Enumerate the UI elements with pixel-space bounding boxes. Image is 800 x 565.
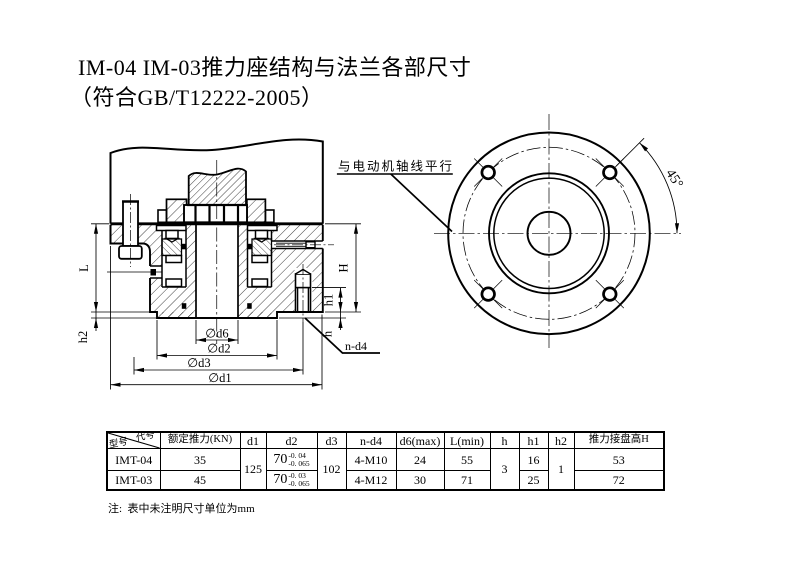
header-h1: h1 <box>518 431 549 449</box>
header-H: 推力接盘高H <box>573 431 665 449</box>
header-d3: d3 <box>316 431 347 449</box>
header-model: 型号 <box>108 436 129 449</box>
cell-model-0: IMT-04 <box>106 448 161 471</box>
cell-d1: 125 <box>239 448 267 491</box>
angle-dimension <box>615 137 680 234</box>
cell-model-1: IMT-03 <box>106 470 161 491</box>
bolt-hole <box>595 279 625 309</box>
shaft-nut <box>183 204 248 224</box>
spec-table: 代号 型号 额定推力(KN) d1 d2 d3 n-d4 d6(max) L(m… <box>106 431 665 491</box>
bolt-hole <box>473 279 503 309</box>
d2-upper-tol: -0. 03 <box>288 471 306 481</box>
dim-h2: h2 <box>76 331 90 344</box>
header-d1: d1 <box>239 431 267 449</box>
parallel-label: 与电动机轴线平行 <box>338 159 454 174</box>
flange-centerlines <box>434 114 681 348</box>
cell-L-1: 71 <box>443 470 491 491</box>
header-rated-thrust: 额定推力(KN) <box>159 431 241 449</box>
d2-lower-tol: -0. 065 <box>288 479 310 488</box>
header-nd4: n-d4 <box>345 431 397 449</box>
bolt-hole <box>595 158 625 187</box>
bolt-hole <box>473 158 503 187</box>
d2-upper-tol: -0. 04 <box>288 450 306 460</box>
dim-d3: ∅d3 <box>187 356 210 370</box>
left-port <box>107 265 162 279</box>
section-dimensions <box>91 223 361 390</box>
cell-d6-0: 24 <box>395 448 445 471</box>
cell-h2: 1 <box>547 448 575 491</box>
flange-view: 45° 与电动机轴线平行 <box>336 114 686 348</box>
cell-nd4-0: 4-M10 <box>345 448 397 471</box>
dim-d1: ∅d1 <box>208 371 231 385</box>
corner-header-cell: 代号 型号 <box>106 431 161 449</box>
cell-h1-0: 16 <box>518 448 549 471</box>
stud-hole <box>294 264 313 322</box>
cell-h1-1: 25 <box>518 470 549 491</box>
page-title: IM-04 IM-03推力座结构与法兰各部尺寸 <box>78 55 472 80</box>
dim-L: L <box>77 264 91 272</box>
cell-thrust-1: 45 <box>159 470 241 491</box>
header-h2: h2 <box>547 431 575 449</box>
header-d2: d2 <box>265 431 318 449</box>
header-h: h <box>489 431 520 449</box>
section-view: L h2 H h1 h ∅d6 ∅d2 ∅d3 ∅d1 n-d4 <box>76 138 380 390</box>
dim-d2: ∅d2 <box>207 342 230 356</box>
header-L: L(min) <box>443 431 491 449</box>
nd4-leader <box>304 317 380 354</box>
cell-nd4-1: 4-M12 <box>345 470 397 491</box>
note-line: 注: 表中未注明尺寸单位为mm <box>108 503 255 515</box>
cell-d3: 102 <box>316 448 347 491</box>
dim-d6: ∅d6 <box>205 327 228 341</box>
parallel-leader <box>336 173 453 233</box>
d2-base: 70 <box>273 472 288 487</box>
cell-H-0: 53 <box>573 448 665 471</box>
cell-h: 3 <box>489 448 520 491</box>
angle-label: 45° <box>662 167 685 192</box>
d2-base: 70 <box>273 451 288 467</box>
dim-h: h <box>321 330 335 337</box>
cell-H-1: 72 <box>573 470 665 491</box>
cell-d6-1: 30 <box>395 470 445 491</box>
header-d6: d6(max) <box>395 431 445 449</box>
page-subtitle: （符合GB/T12222-2005） <box>70 85 324 110</box>
dim-H: H <box>337 263 351 272</box>
right-channel <box>271 240 334 250</box>
bearing-stack-left <box>155 224 187 309</box>
dim-h1: h1 <box>322 294 336 307</box>
cell-thrust-0: 35 <box>159 448 241 471</box>
cell-d2-1: 70 -0. 03 -0. 065 <box>265 470 318 491</box>
dim-nd4: n-d4 <box>345 339 367 353</box>
flange-bolt-holes <box>473 158 625 309</box>
cell-L-0: 55 <box>443 448 491 471</box>
motor-shaft <box>187 167 248 207</box>
left-bolt <box>118 194 143 267</box>
d2-lower-tol: -0. 065 <box>288 458 310 468</box>
section-dim-labels: L h2 H h1 h ∅d6 ∅d2 ∅d3 ∅d1 n-d4 <box>76 263 367 385</box>
cell-d2-0: 70 -0. 04 -0. 065 <box>265 448 318 471</box>
